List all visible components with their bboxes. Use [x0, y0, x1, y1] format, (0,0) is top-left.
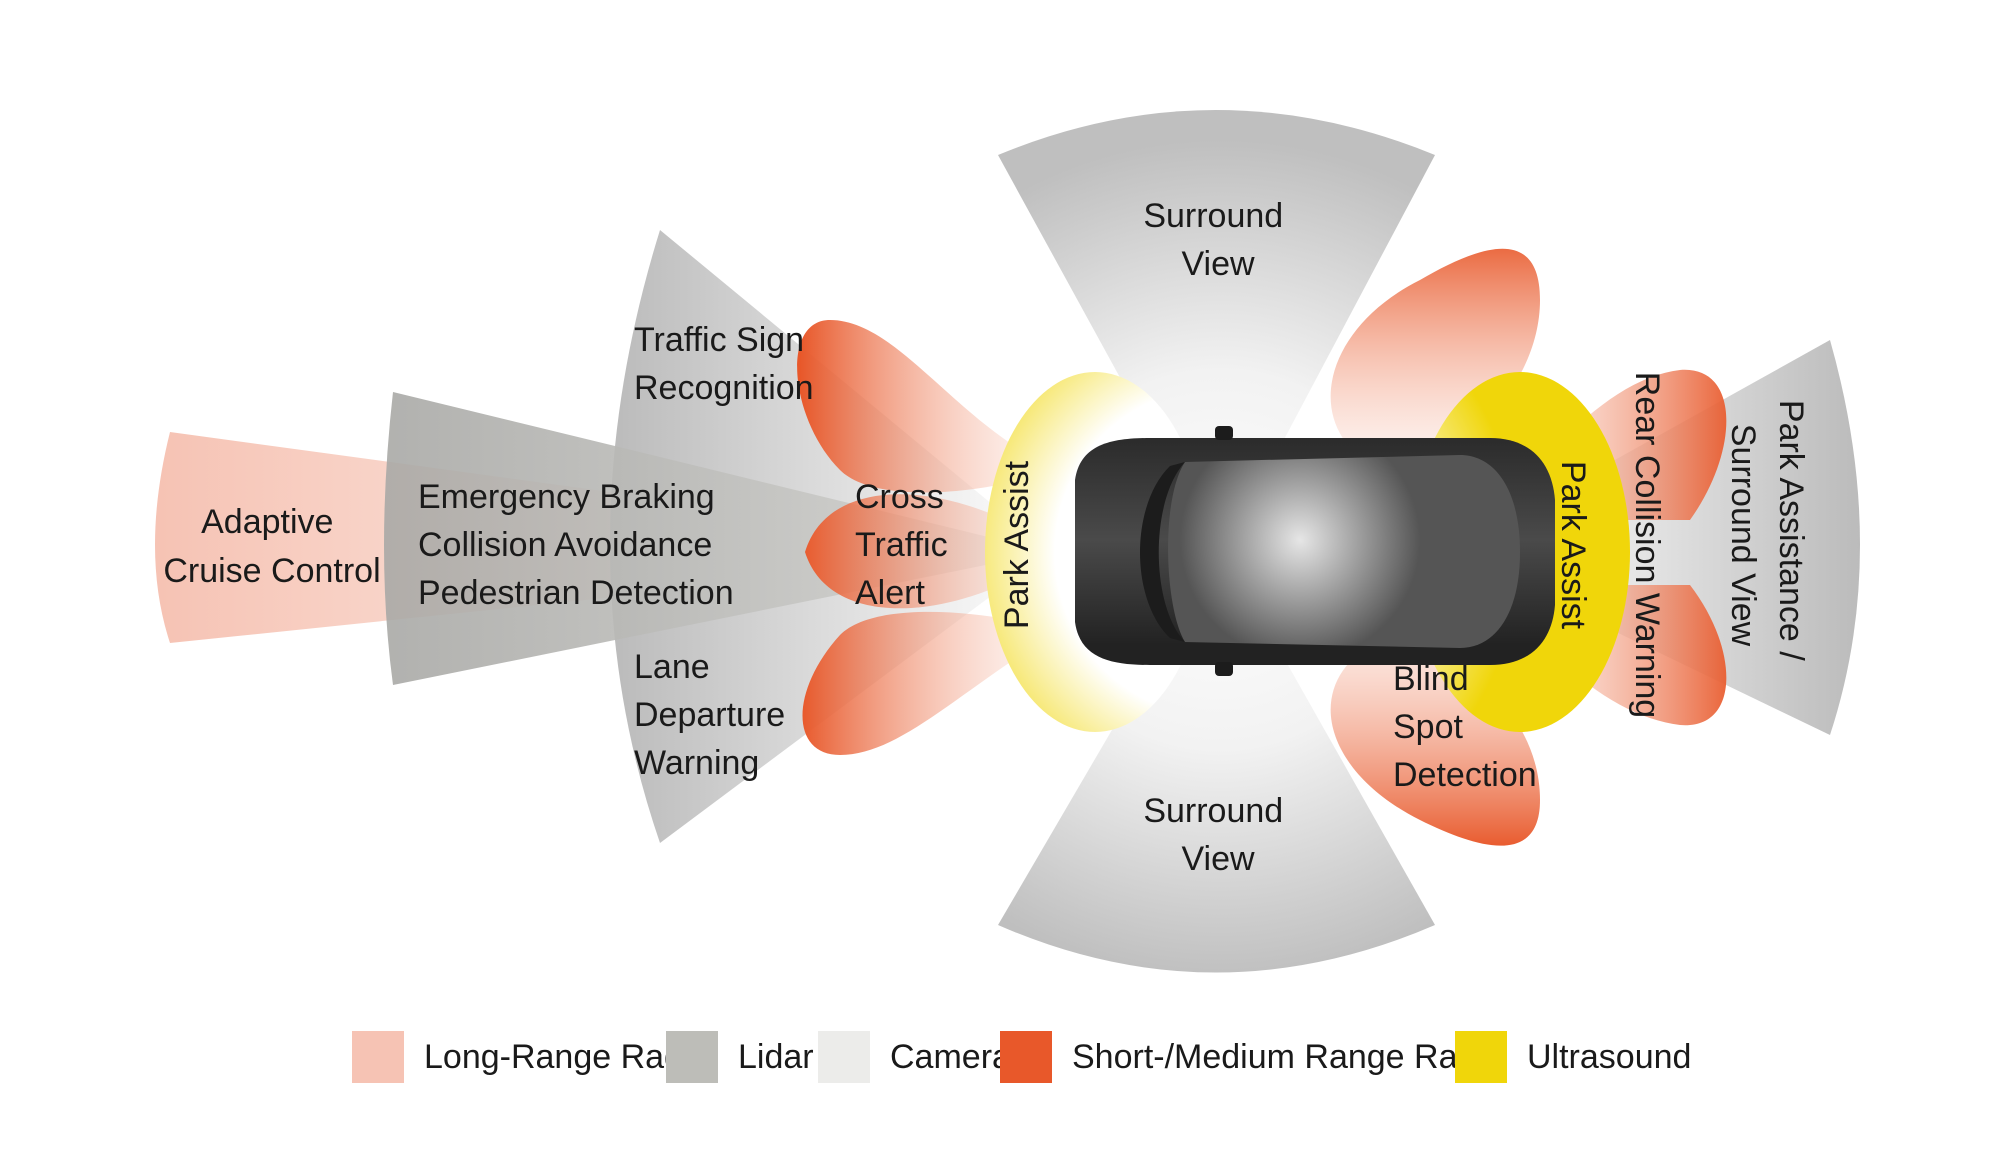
blind-spot-label: Blind Spot Detection: [1393, 660, 1537, 794]
park-assistance-surround-label: Park Assistance / Surround View: [1724, 400, 1810, 670]
legend-label: Ultrasound: [1527, 1037, 1692, 1076]
surround-view-top-label: Surround View: [1143, 197, 1292, 283]
legend-swatch: [1455, 1031, 1507, 1083]
legend-item-lidar: Lidar: [666, 1030, 814, 1084]
car-top-view: [1075, 426, 1555, 676]
legend-label: Short-/Medium Range Radar: [1072, 1037, 1507, 1076]
park-assist-front-label: Park Assist: [998, 460, 1036, 629]
surround-view-bottom-label: Surround View: [1143, 792, 1292, 878]
legend-item-long-range-radar: Long-Range Radar: [352, 1030, 713, 1084]
lidar-zone: [384, 392, 1050, 685]
legend-label: Camera: [890, 1037, 1011, 1076]
surround-view-bottom-zone: [998, 545, 1435, 973]
legend-swatch: [1000, 1031, 1052, 1083]
legend-swatch: [352, 1031, 404, 1083]
traffic-sign-label: Traffic Sign Recognition: [634, 321, 814, 407]
legend-swatch: [818, 1031, 870, 1083]
park-assist-rear-label: Park Assist: [1554, 461, 1592, 630]
rear-collision-label: Rear Collision Warning: [1628, 372, 1666, 718]
legend: Long-Range Radar Lidar Camera Short-/Med…: [0, 1030, 2000, 1090]
legend-swatch: [666, 1031, 718, 1083]
cross-traffic-radar-top-lobe: [797, 320, 1060, 493]
lane-departure-label: Lane Departure Warning: [634, 648, 795, 782]
adaptive-cruise-label: Adaptive Cruise Control: [163, 503, 380, 590]
cross-traffic-label: Cross Traffic Alert: [855, 478, 957, 612]
legend-item-short-medium-radar: Short-/Medium Range Radar: [1000, 1030, 1507, 1084]
emergency-braking-label: Emergency Braking Collision Avoidance Pe…: [418, 478, 734, 612]
legend-label: Long-Range Radar: [424, 1037, 714, 1076]
rear-camera-zone: [1450, 340, 1860, 735]
legend-item-camera: Camera: [818, 1030, 1011, 1084]
legend-item-ultrasound: Ultrasound: [1455, 1030, 1691, 1084]
surround-view-top-zone: [998, 110, 1435, 560]
cross-traffic-radar-bottom-lobe: [802, 611, 1060, 755]
legend-label: Lidar: [738, 1037, 814, 1076]
